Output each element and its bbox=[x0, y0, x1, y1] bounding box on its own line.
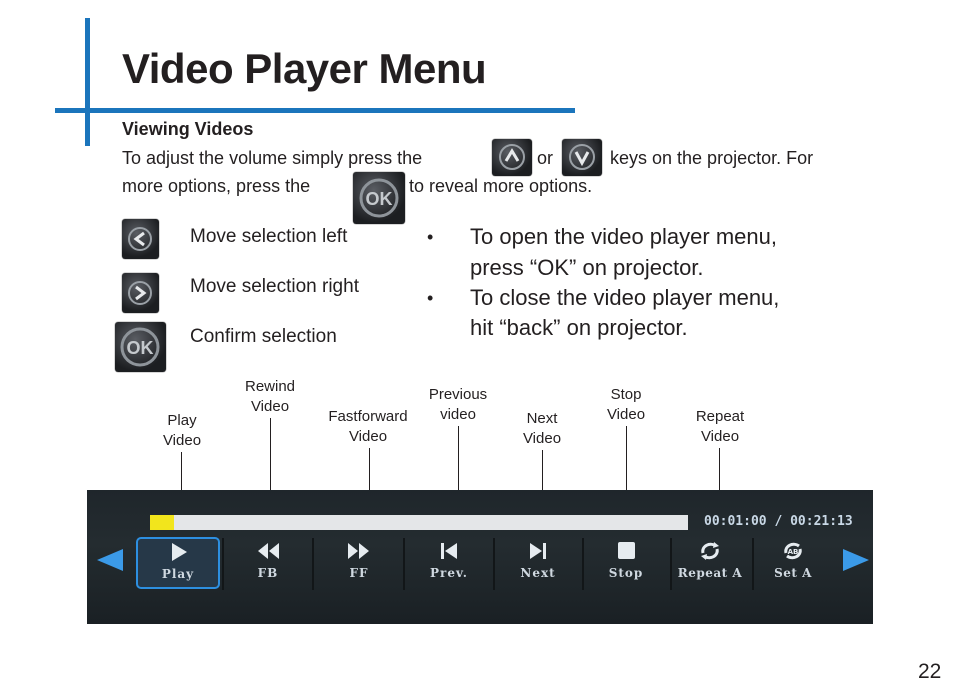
fast-forward-icon bbox=[348, 543, 369, 559]
page-number: 22 bbox=[918, 660, 942, 683]
intro-text: keys on the projector. For bbox=[610, 148, 814, 168]
leader-line bbox=[270, 418, 271, 552]
right-key-icon bbox=[122, 273, 159, 313]
svg-text:OK: OK bbox=[366, 189, 393, 209]
repeat-button[interactable]: Repeat A bbox=[670, 538, 750, 590]
leader-line bbox=[626, 426, 627, 552]
scroll-right-arrow-icon[interactable] bbox=[841, 547, 871, 578]
previous-icon bbox=[441, 543, 457, 559]
stop-icon bbox=[618, 542, 635, 559]
divider bbox=[312, 538, 314, 590]
legend-label: Move selection left bbox=[190, 226, 348, 247]
bullet-text: To close the video player menu, bbox=[470, 285, 780, 310]
divider bbox=[403, 538, 405, 590]
section-heading: Viewing Videos bbox=[122, 119, 254, 139]
divider bbox=[493, 538, 495, 590]
progress-bar-fill bbox=[150, 515, 174, 530]
bullet-text: hit “back” on projector. bbox=[470, 315, 688, 340]
svg-text:OK: OK bbox=[127, 338, 154, 358]
divider bbox=[582, 538, 584, 590]
play-button[interactable]: Play bbox=[136, 537, 220, 589]
legend-label: Confirm selection bbox=[190, 326, 337, 347]
left-key-icon bbox=[122, 219, 159, 259]
ok-key-icon: OK bbox=[115, 322, 166, 372]
set-ab-icon: AB bbox=[784, 542, 802, 560]
divider bbox=[670, 538, 672, 590]
intro-text: To adjust the volume simply press the bbox=[122, 148, 423, 168]
play-icon bbox=[172, 543, 187, 561]
vertical-rule bbox=[85, 18, 90, 146]
bullet-dot: • bbox=[427, 227, 434, 247]
volume-down-key-icon bbox=[562, 139, 602, 176]
ok-key-icon: OK bbox=[353, 172, 405, 224]
intro-text: more options, press the bbox=[122, 176, 311, 196]
svg-text:AB: AB bbox=[788, 548, 799, 556]
divider bbox=[222, 538, 224, 590]
page-title: Video Player Menu bbox=[122, 45, 487, 92]
intro-text: or bbox=[537, 148, 554, 168]
leader-line bbox=[458, 426, 459, 552]
bullet-text: press “OK” on projector. bbox=[470, 255, 704, 280]
legend-label: Move selection right bbox=[190, 276, 359, 297]
intro-text: to reveal more options. bbox=[409, 176, 593, 196]
previous-button[interactable]: Prev. bbox=[407, 538, 491, 590]
set-ab-button[interactable]: AB Set A bbox=[754, 538, 832, 590]
fast-backward-icon bbox=[258, 543, 279, 559]
stop-button[interactable]: Stop bbox=[584, 538, 668, 590]
progress-bar[interactable] bbox=[150, 515, 688, 530]
horizontal-rule bbox=[55, 108, 575, 113]
bullet-text: To open the video player menu, bbox=[470, 224, 777, 249]
divider bbox=[752, 538, 754, 590]
fast-backward-button[interactable]: FB bbox=[226, 538, 310, 590]
next-icon bbox=[530, 543, 546, 559]
fast-forward-button[interactable]: FF bbox=[317, 538, 401, 590]
repeat-icon bbox=[701, 542, 719, 560]
time-readout: 00:01:00 / 00:21:13 bbox=[704, 514, 853, 529]
next-button[interactable]: Next bbox=[496, 538, 580, 590]
volume-up-key-icon bbox=[492, 139, 532, 176]
scroll-left-arrow-icon[interactable] bbox=[95, 547, 125, 578]
bullet-dot: • bbox=[427, 288, 434, 308]
